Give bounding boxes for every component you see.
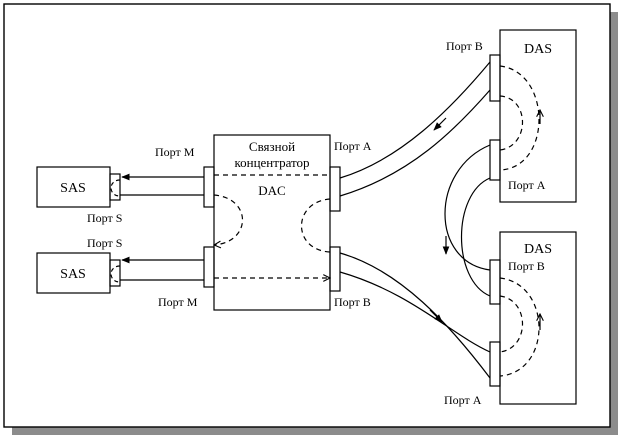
dac-box xyxy=(213,134,331,311)
sas-bottom-loop xyxy=(110,265,121,283)
sas-bottom-name: SAS xyxy=(60,267,86,282)
link-dac-a-das-top-arrowhead xyxy=(433,117,447,131)
das-bottom-name: DAS xyxy=(524,242,552,257)
sas-top-loop xyxy=(110,179,121,197)
das-bottom-port-b xyxy=(489,259,501,305)
link-dac-a-das-top-outer xyxy=(339,61,491,179)
link-dac-b-das-bottom-inner xyxy=(339,271,491,353)
das-top-box xyxy=(499,29,577,203)
das-bottom-port-a-label: Порт A xyxy=(444,393,482,407)
dac-port-a xyxy=(329,166,341,212)
das-bottom-box xyxy=(499,231,577,405)
sas-top-port xyxy=(109,173,121,201)
link-dac-b-das-bottom-outer xyxy=(339,252,491,379)
das-bottom-port-a xyxy=(489,341,501,387)
dac-port-a-label: Порт A xyxy=(334,139,372,153)
dac-internal-left xyxy=(214,194,243,245)
dac-port-m-top xyxy=(203,166,215,208)
dac-port-m-bottom-label: Порт M xyxy=(158,295,198,309)
das-top-port-b xyxy=(489,54,501,102)
das-bottom-loop-inner xyxy=(499,295,523,353)
das-bottom-loop-outer xyxy=(499,277,540,377)
das-top-port-a xyxy=(489,139,501,181)
dac-port-m-top-label: Порт M xyxy=(155,145,195,159)
link-das-a-das-b-inner xyxy=(461,177,491,297)
das-top-loop-outer xyxy=(499,65,540,171)
link-dac-a-das-top-inner xyxy=(339,89,491,197)
das-top-port-a-label: Порт A xyxy=(508,178,546,192)
diagram-frame xyxy=(3,3,611,428)
das-top-name: DAS xyxy=(524,42,552,57)
dac-title-line1: Связной xyxy=(249,139,295,154)
link-dac-b-das-bottom-arrowhead xyxy=(429,309,443,323)
das-top-loop-inner xyxy=(499,95,523,151)
dac-title-line2: концентратор xyxy=(234,155,309,170)
dac-port-m-bottom xyxy=(203,246,215,288)
dac-internal-right xyxy=(300,198,331,253)
das-bottom-port-b-label: Порт B xyxy=(508,259,545,273)
das-top-port-b-label: Порт B xyxy=(446,39,483,53)
sas-bottom-port xyxy=(109,259,121,287)
dac-port-b-label: Порт B xyxy=(334,295,371,309)
sas-top-port-label: Порт S xyxy=(87,211,122,225)
sas-bottom-port-label: Порт S xyxy=(87,236,122,250)
link-das-a-das-b-outer xyxy=(444,144,491,271)
dac-abbr: DAC xyxy=(258,183,285,198)
sas-top-name: SAS xyxy=(60,181,86,196)
dac-port-b xyxy=(329,246,341,292)
